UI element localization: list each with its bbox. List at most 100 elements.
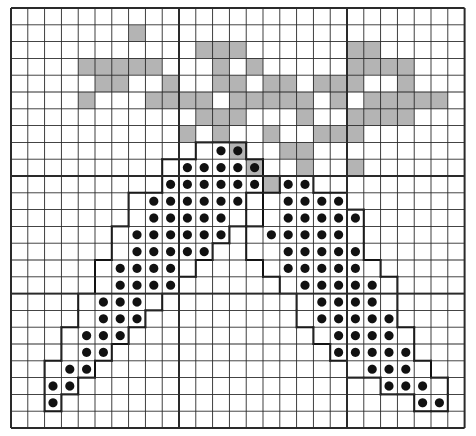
- shaded-cell: [129, 25, 146, 42]
- stitch-dot: [149, 197, 158, 206]
- stitch-dot: [65, 365, 74, 374]
- stitch-dot: [233, 163, 242, 172]
- stitch-dot: [368, 365, 377, 374]
- shaded-cell: [297, 109, 314, 126]
- shaded-cell: [397, 92, 414, 109]
- shaded-cell: [347, 75, 364, 92]
- stitch-dot: [200, 247, 209, 256]
- stitch-dot: [166, 230, 175, 239]
- stitch-dot: [132, 281, 141, 290]
- stitch-dot: [401, 365, 410, 374]
- shaded-cell: [263, 75, 280, 92]
- stitch-dot: [401, 381, 410, 390]
- stitch-dot: [65, 381, 74, 390]
- stitch-dot: [284, 264, 293, 273]
- shaded-cell: [95, 58, 112, 75]
- stitch-dot: [166, 247, 175, 256]
- shaded-cell: [397, 58, 414, 75]
- stitch-dot: [116, 331, 125, 340]
- stitch-dot: [233, 146, 242, 155]
- stitch-dot: [334, 213, 343, 222]
- stitch-dot: [284, 180, 293, 189]
- stitch-dot: [183, 180, 192, 189]
- stitch-dot: [384, 365, 393, 374]
- shaded-cell: [112, 75, 129, 92]
- shaded-cell: [145, 58, 162, 75]
- shaded-cell: [313, 75, 330, 92]
- shaded-cell: [347, 42, 364, 59]
- stitch-dot: [200, 230, 209, 239]
- stitch-dot: [334, 264, 343, 273]
- stitch-dot: [435, 398, 444, 407]
- shaded-cell: [397, 75, 414, 92]
- stitch-dot: [401, 348, 410, 357]
- shaded-cell: [364, 58, 381, 75]
- shaded-cell: [431, 92, 448, 109]
- shaded-cell: [213, 126, 230, 143]
- stitch-dot: [300, 180, 309, 189]
- stitch-dot: [384, 348, 393, 357]
- stitch-dot: [384, 381, 393, 390]
- stitch-dot: [384, 331, 393, 340]
- shaded-cell: [129, 58, 146, 75]
- shaded-cell: [112, 58, 129, 75]
- stitch-dot: [149, 230, 158, 239]
- stitch-dot: [48, 381, 57, 390]
- stitch-dot: [300, 230, 309, 239]
- stitch-dot: [368, 281, 377, 290]
- shaded-cell: [330, 126, 347, 143]
- stitch-dot: [183, 230, 192, 239]
- shaded-cell: [95, 75, 112, 92]
- stitch-dot: [216, 180, 225, 189]
- stitch-dot: [418, 398, 427, 407]
- stitch-dot: [200, 197, 209, 206]
- stitch-dot: [317, 213, 326, 222]
- shaded-cell: [297, 142, 314, 159]
- stitch-dot: [384, 314, 393, 323]
- stitch-dot: [334, 230, 343, 239]
- stitch-dot: [284, 197, 293, 206]
- shaded-cell: [381, 92, 398, 109]
- stitch-dot: [317, 297, 326, 306]
- stitch-dot: [418, 381, 427, 390]
- stitch-dot: [233, 180, 242, 189]
- stitch-dot: [351, 247, 360, 256]
- shaded-cell: [381, 58, 398, 75]
- stitch-dot: [166, 197, 175, 206]
- stitch-dot: [116, 264, 125, 273]
- shaded-cell: [162, 75, 179, 92]
- shaded-cell: [364, 92, 381, 109]
- stitch-dot: [116, 314, 125, 323]
- shaded-cell: [179, 126, 196, 143]
- stitch-dot: [334, 197, 343, 206]
- stitch-dot: [317, 247, 326, 256]
- shaded-cell: [229, 109, 246, 126]
- stitch-dot: [149, 247, 158, 256]
- stitch-dot: [368, 297, 377, 306]
- stitch-dot: [200, 163, 209, 172]
- stitch-dot: [216, 230, 225, 239]
- shaded-cell: [263, 92, 280, 109]
- shaded-cell: [297, 159, 314, 176]
- stitch-dot: [334, 247, 343, 256]
- shaded-cell: [78, 92, 95, 109]
- shaded-cell: [179, 92, 196, 109]
- stitch-dot: [166, 264, 175, 273]
- stitch-dot: [351, 264, 360, 273]
- stitch-dot: [132, 297, 141, 306]
- stitch-dot: [351, 281, 360, 290]
- shaded-cell: [263, 126, 280, 143]
- stitch-dot: [300, 213, 309, 222]
- stitch-dot: [334, 348, 343, 357]
- stitch-dot: [368, 314, 377, 323]
- stitch-dot: [334, 331, 343, 340]
- stitch-dot: [99, 297, 108, 306]
- stitch-dot: [116, 281, 125, 290]
- stitch-dot: [149, 264, 158, 273]
- stitch-dot: [334, 314, 343, 323]
- shaded-cell: [280, 75, 297, 92]
- stitch-dot: [351, 297, 360, 306]
- shaded-cell: [364, 42, 381, 59]
- stitch-dot: [233, 197, 242, 206]
